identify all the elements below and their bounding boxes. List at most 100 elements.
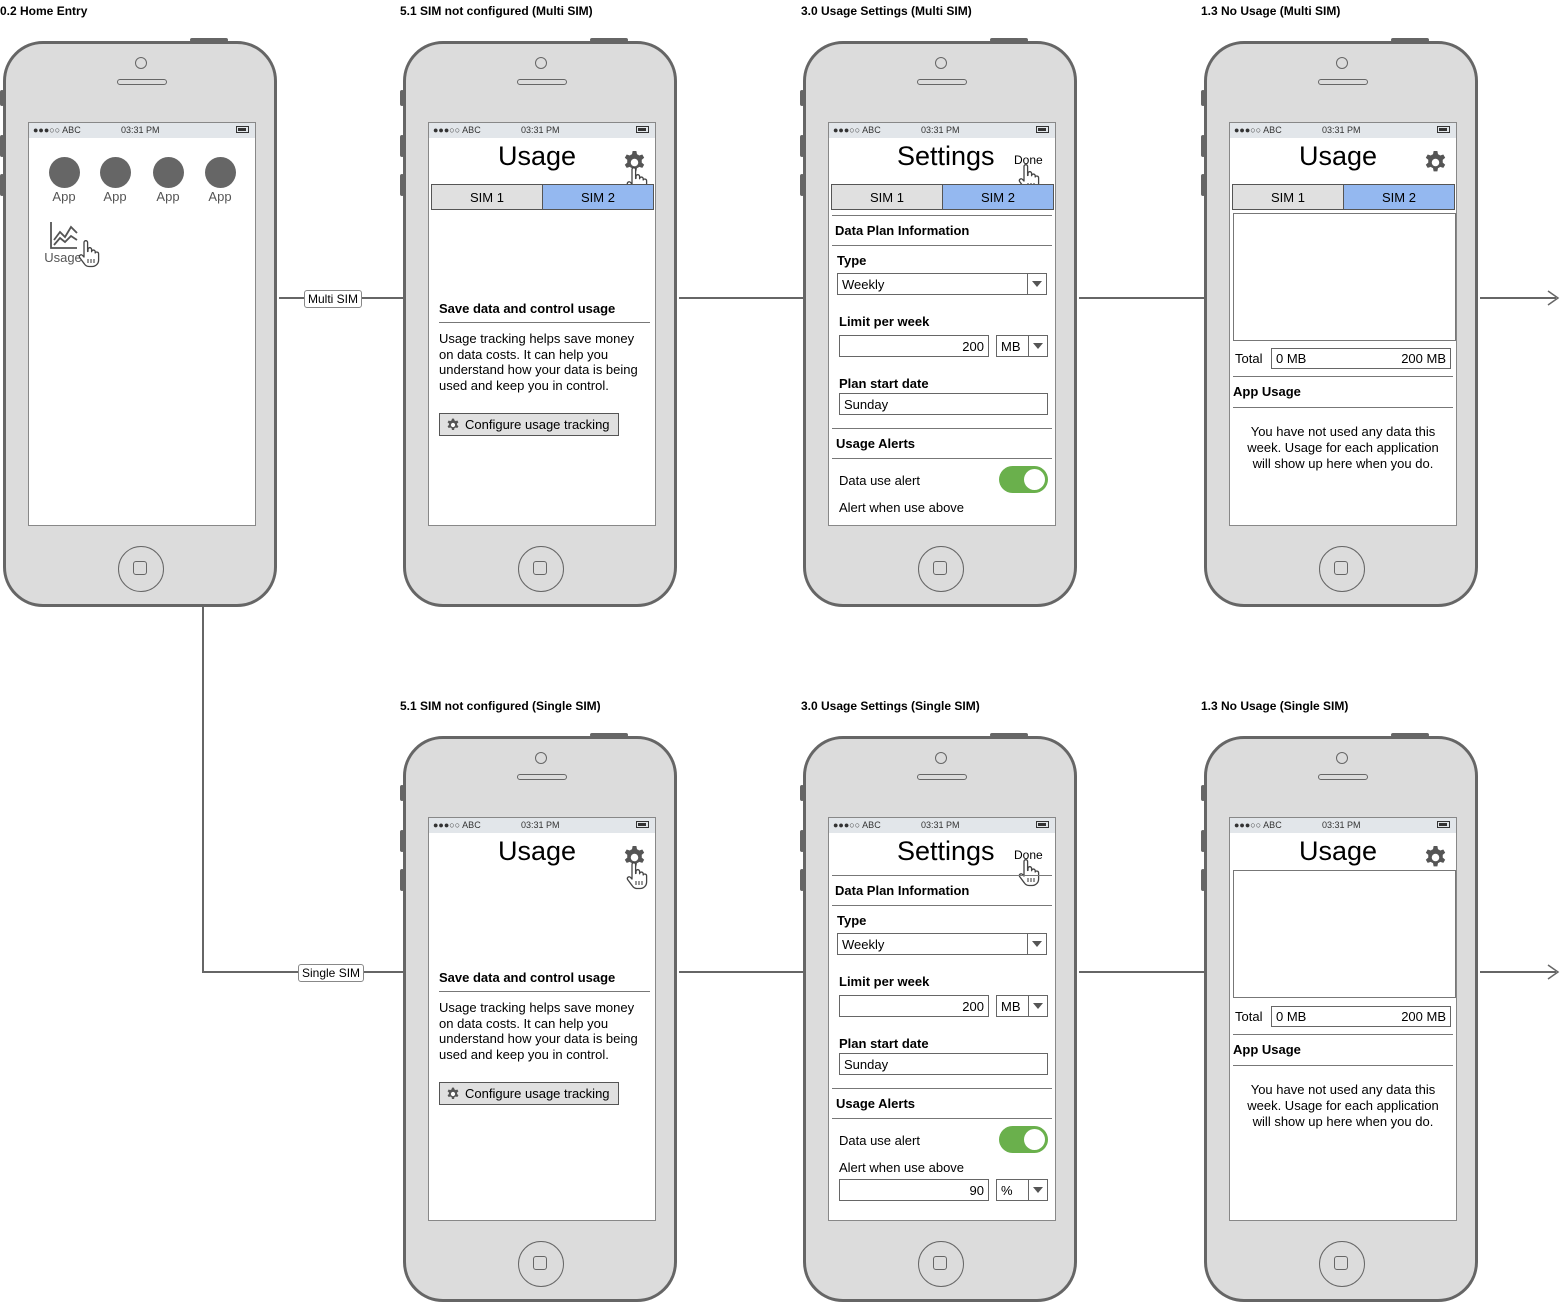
done-button[interactable]: Done <box>1014 848 1043 862</box>
status-time: 03:31 PM <box>121 125 160 135</box>
type-select-value: Weekly <box>842 936 885 952</box>
gear-icon <box>446 1087 460 1101</box>
app-usage-heading: App Usage <box>1233 384 1301 399</box>
status-bar: ●●●○○ ABC 03:31 PM <box>1230 818 1456 833</box>
configure-usage-button[interactable]: Configure usage tracking <box>439 1082 619 1105</box>
total-label: Total <box>1235 351 1263 366</box>
configure-usage-button[interactable]: Configure usage tracking <box>439 413 619 436</box>
divider <box>832 1088 1052 1089</box>
tab-sim-2[interactable]: SIM 2 <box>1344 185 1454 209</box>
save-data-description: Usage tracking helps save money on data … <box>439 331 638 393</box>
configure-usage-label: Configure usage tracking <box>465 417 610 432</box>
connector-single-1-2 <box>679 971 803 973</box>
data-alert-toggle[interactable] <box>999 1126 1048 1153</box>
carrier-label: ●●●○○ ABC <box>433 820 481 830</box>
type-select[interactable]: Weekly <box>837 933 1047 955</box>
connector-single-2-3 <box>1079 971 1204 973</box>
status-time: 03:31 PM <box>921 125 960 135</box>
data-plan-heading: Data Plan Information <box>835 883 970 898</box>
home-button[interactable] <box>118 546 164 592</box>
app-icon[interactable] <box>100 157 131 188</box>
status-time: 03:31 PM <box>1322 125 1361 135</box>
limit-input[interactable]: 200 <box>839 995 989 1017</box>
limit-unit-select[interactable]: MB <box>996 995 1048 1017</box>
type-select-value: Weekly <box>842 276 885 292</box>
usage-chart-area <box>1233 870 1456 998</box>
limit-unit-value: MB <box>1001 338 1021 354</box>
done-button[interactable]: Done <box>1014 153 1043 167</box>
chevron-down-icon <box>1028 996 1047 1016</box>
alert-threshold-input[interactable]: 90 <box>839 1179 989 1201</box>
total-limit: 200 MB <box>1401 1009 1446 1024</box>
plan-start-input[interactable]: Sunday <box>839 1053 1048 1075</box>
divider <box>1233 1065 1453 1066</box>
app-icon[interactable] <box>49 157 80 188</box>
total-usage-field: 0 MB 200 MB <box>1271 348 1451 369</box>
tab-sim-1[interactable]: SIM 1 <box>432 185 543 209</box>
app-label: App <box>208 189 232 204</box>
divider <box>832 245 1052 246</box>
settings-screen: ●●●○○ ABC 03:31 PM Settings Done SIM 1 S… <box>828 122 1056 526</box>
divider <box>832 1118 1052 1119</box>
tab-sim-1[interactable]: SIM 1 <box>832 185 943 209</box>
status-bar: ●●●○○ ABC 03:31 PM <box>29 123 255 138</box>
home-button[interactable] <box>1319 546 1365 592</box>
limit-unit-select[interactable]: MB <box>996 335 1048 357</box>
home-button[interactable] <box>918 1241 964 1287</box>
screen-title-single-settings: 3.0 Usage Settings (Single SIM) <box>801 699 980 713</box>
divider <box>1233 407 1453 408</box>
tab-sim-1[interactable]: SIM 1 <box>1233 185 1344 209</box>
no-usage-message: You have not used any data this week. Us… <box>1247 424 1439 471</box>
home-button[interactable] <box>1319 1241 1365 1287</box>
page-title: Usage <box>498 836 577 866</box>
app-icon[interactable] <box>153 157 184 188</box>
data-alert-toggle[interactable] <box>999 466 1048 493</box>
screen-title-single-no-usage: 1.3 No Usage (Single SIM) <box>1201 699 1349 713</box>
gear-icon <box>446 418 460 432</box>
divider <box>832 905 1052 906</box>
type-label: Type <box>837 253 867 268</box>
divider <box>439 322 650 323</box>
total-limit: 200 MB <box>1401 351 1446 366</box>
battery-icon <box>1437 126 1450 133</box>
phone-multi-not-configured: ●●●○○ ABC 03:31 PM Usage SIM 1 SIM 2 Sav… <box>400 38 677 607</box>
plan-start-input[interactable]: Sunday <box>839 393 1048 415</box>
connector-multi-2-3 <box>1079 297 1204 299</box>
total-label: Total <box>1235 1009 1263 1024</box>
app-icon[interactable] <box>205 157 236 188</box>
tab-sim-2[interactable]: SIM 2 <box>543 185 653 209</box>
connector-home-down <box>202 607 204 972</box>
chevron-down-icon <box>1028 336 1047 356</box>
arrow-head-icon <box>1547 290 1560 306</box>
carrier-label: ●●●○○ ABC <box>1234 125 1282 135</box>
settings-gear-icon[interactable] <box>1423 845 1448 870</box>
alert-unit-select[interactable]: % <box>996 1179 1048 1201</box>
usage-alerts-heading: Usage Alerts <box>836 436 915 451</box>
plan-start-label: Plan start date <box>839 1036 929 1051</box>
status-time: 03:31 PM <box>1322 820 1361 830</box>
settings-gear-icon[interactable] <box>1423 150 1448 175</box>
divider <box>1233 1034 1453 1035</box>
screen-title-multi-no-usage: 1.3 No Usage (Multi SIM) <box>1201 4 1341 18</box>
limit-label: Limit per week <box>839 314 930 329</box>
type-select[interactable]: Weekly <box>837 273 1047 295</box>
limit-input[interactable]: 200 <box>839 335 989 357</box>
home-button[interactable] <box>518 546 564 592</box>
phone-home: ●●●○○ ABC 03:31 PM App App App App Usage <box>0 38 277 607</box>
save-data-heading: Save data and control usage <box>439 970 616 985</box>
tab-sim-2[interactable]: SIM 2 <box>943 185 1053 209</box>
home-button[interactable] <box>518 1241 564 1287</box>
home-button[interactable] <box>918 546 964 592</box>
status-bar: ●●●○○ ABC 03:31 PM <box>429 123 655 138</box>
settings-screen: ●●●○○ ABC 03:31 PM Settings Done Data Pl… <box>828 817 1056 1221</box>
divider <box>832 458 1052 459</box>
alert-above-label: Alert when use above <box>839 1160 965 1175</box>
divider <box>832 215 1052 216</box>
usage-chart-area <box>1233 213 1456 341</box>
page-title: Usage <box>1299 836 1378 866</box>
page-title: Usage <box>1299 141 1378 171</box>
usage-chart-icon[interactable] <box>49 220 79 250</box>
app-label: App <box>156 189 180 204</box>
connector-label-single-sim: Single SIM <box>298 964 365 982</box>
pointer-hand-icon <box>625 862 649 890</box>
